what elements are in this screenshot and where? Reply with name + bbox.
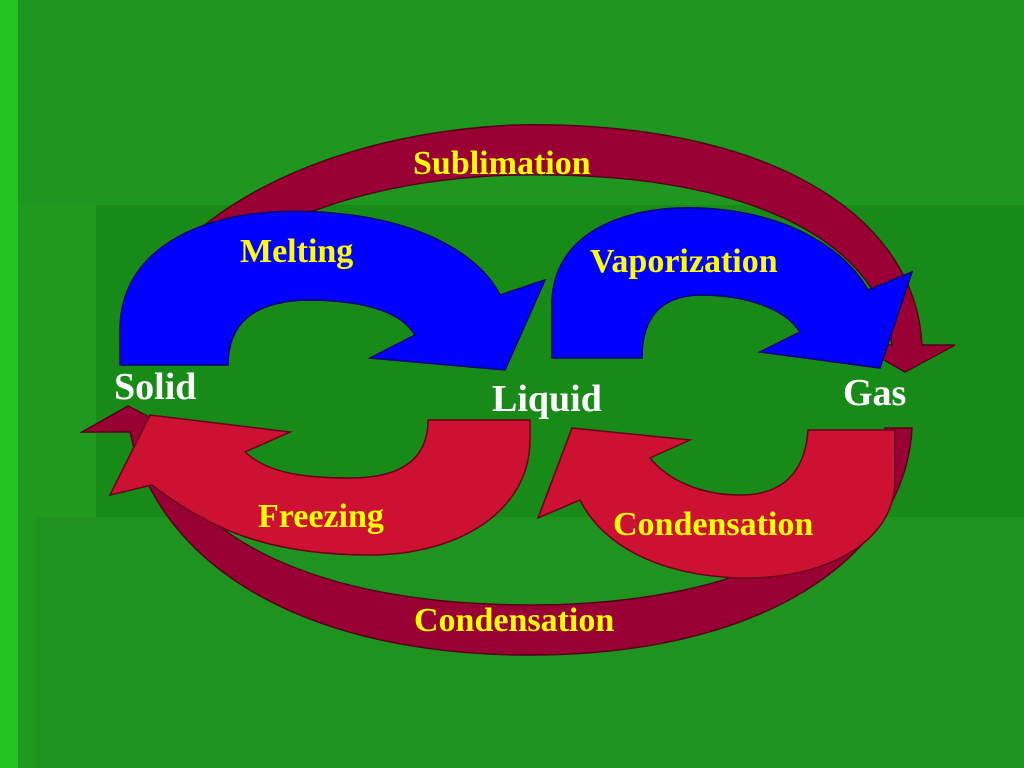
- background-strip: [0, 0, 18, 768]
- condensation-inner-label: Condensation: [613, 506, 814, 543]
- condensation-inner-arrow: [536, 427, 896, 579]
- liquid-label: Liquid: [492, 378, 602, 420]
- sublimation-label: Sublimation: [413, 145, 591, 182]
- freezing-arrow: [108, 414, 531, 556]
- solid-label: Solid: [114, 366, 197, 408]
- vaporization-label: Vaporization: [590, 243, 778, 280]
- freezing-label: Freezing: [258, 498, 384, 535]
- condensation-outer-arrow: [79, 405, 913, 656]
- vaporization-arrow: [551, 207, 914, 369]
- melting-arrow: [119, 210, 547, 371]
- gas-label: Gas: [843, 372, 907, 414]
- melting-label: Melting: [240, 233, 354, 270]
- condensation-outer-label: Condensation: [414, 602, 615, 639]
- sublimation-arrow: [119, 124, 956, 373]
